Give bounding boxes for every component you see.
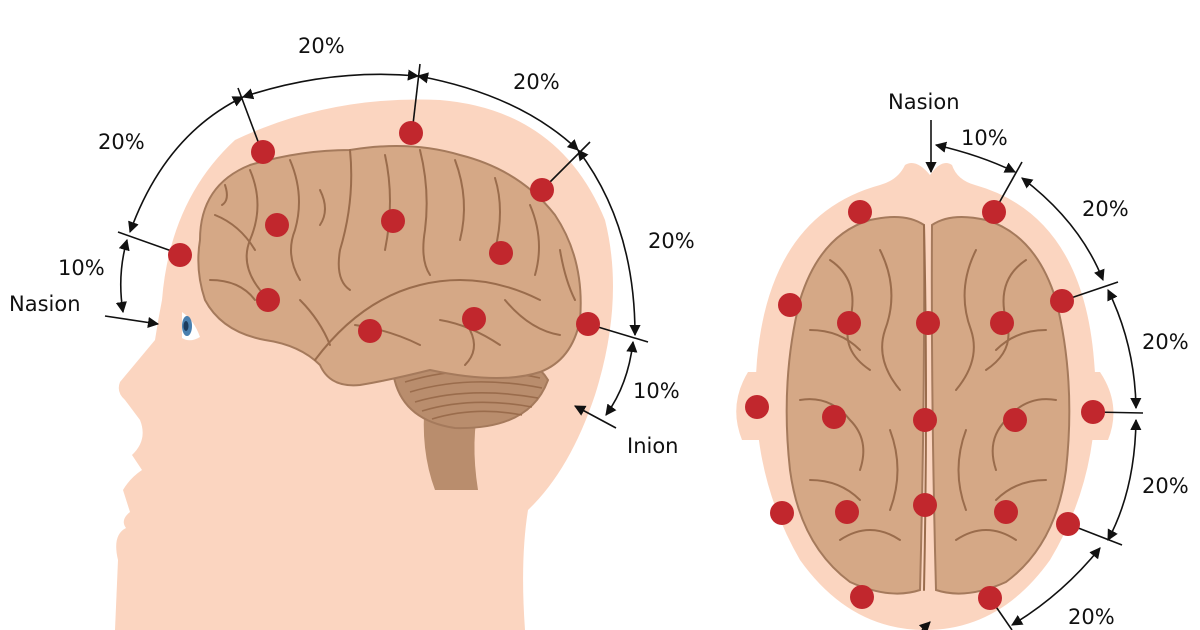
top-view: Nasion 10% 20% 20% 20% 20%: [736, 90, 1189, 630]
electrode-dot-icon: [913, 493, 937, 517]
electrode-dot-icon: [982, 200, 1006, 224]
electrode-dot-icon: [251, 140, 275, 164]
side-view: 20% 20% 20% 20% 10% Nasion 10% Inion: [9, 34, 695, 630]
side-label-arc-right: 20%: [648, 229, 695, 253]
electrode-dot-icon: [1081, 400, 1105, 424]
side-measure-lines: [104, 63, 649, 429]
top-label-nasion: Nasion: [888, 90, 960, 114]
electrode-dot-icon: [381, 209, 405, 233]
electrode-dot-icon: [265, 213, 289, 237]
electrode-dot-icon: [770, 501, 794, 525]
top-label-arc-4: 20%: [1068, 605, 1115, 629]
electrode-dot-icon: [489, 241, 513, 265]
electrode-dot-icon: [848, 200, 872, 224]
side-label-arc-top-left: 20%: [298, 34, 345, 58]
electrode-dot-icon: [916, 311, 940, 335]
electrode-dot-icon: [978, 586, 1002, 610]
side-label-arc-top-right: 20%: [513, 70, 560, 94]
top-label-arc-1: 20%: [1082, 197, 1129, 221]
electrode-dot-icon: [837, 311, 861, 335]
side-label-nasion: Nasion: [9, 292, 81, 316]
electrode-dot-icon: [994, 500, 1018, 524]
electrode-dot-icon: [850, 585, 874, 609]
electrode-dot-icon: [1050, 289, 1074, 313]
electrode-dot-icon: [256, 288, 280, 312]
electrode-dot-icon: [576, 312, 600, 336]
eye-icon: [182, 312, 200, 341]
electrode-dot-icon: [745, 395, 769, 419]
side-label-back-small: 10%: [633, 379, 680, 403]
electrode-dot-icon: [462, 307, 486, 331]
electrode-dot-icon: [530, 178, 554, 202]
electrode-dot-icon: [990, 311, 1014, 335]
top-label-arc-2: 20%: [1142, 330, 1189, 354]
side-label-front-small: 10%: [58, 256, 105, 280]
side-electrodes: [168, 121, 600, 343]
electrode-dot-icon: [1003, 408, 1027, 432]
top-measure-lines: [918, 120, 1144, 630]
brain-side-icon: [197, 145, 582, 387]
top-label-arc-3: 20%: [1142, 474, 1189, 498]
electrode-dot-icon: [835, 500, 859, 524]
electrode-dot-icon: [1056, 512, 1080, 536]
side-label-arc-left: 20%: [98, 130, 145, 154]
top-electrodes: [745, 200, 1105, 610]
electrode-dot-icon: [778, 293, 802, 317]
electrode-dot-icon: [399, 121, 423, 145]
electrode-dot-icon: [822, 405, 846, 429]
top-label-front-small: 10%: [961, 126, 1008, 150]
electrode-dot-icon: [913, 408, 937, 432]
side-label-inion: Inion: [627, 434, 679, 458]
electrode-dot-icon: [168, 243, 192, 267]
electrode-dot-icon: [358, 319, 382, 343]
